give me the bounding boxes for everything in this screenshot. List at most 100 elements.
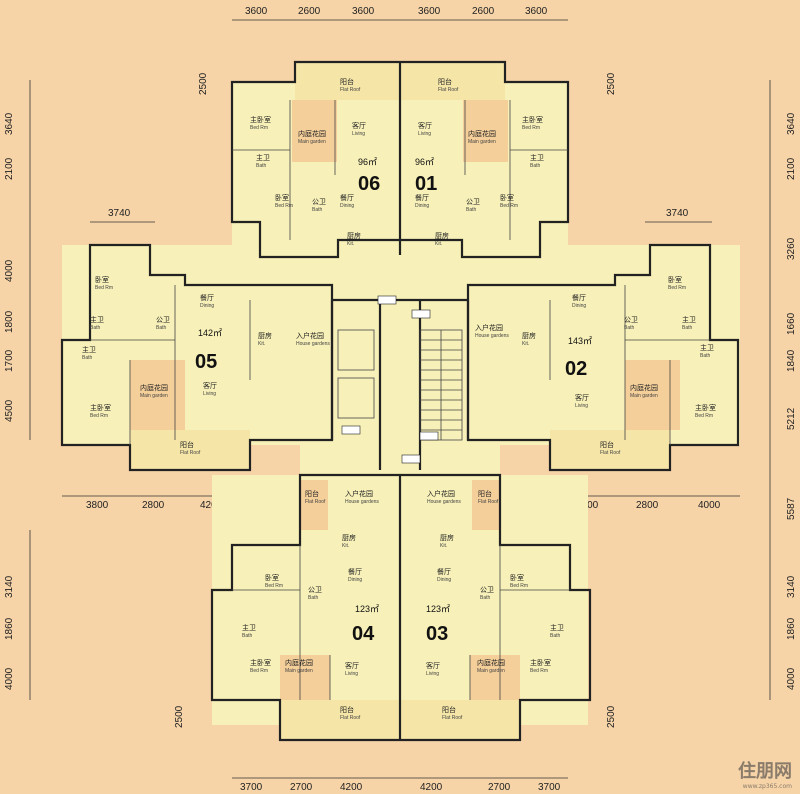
room-label-bath-main: 主卫 (550, 623, 564, 632)
room-label-bath-main: 主卫 (82, 345, 96, 354)
dim-bottom-2: 2700 (290, 782, 313, 793)
dim-small-4: 2500 (606, 705, 617, 728)
room-label-garden: 内庭花园 (477, 658, 505, 667)
room-label-bath-pub: 公卫 (156, 316, 170, 324)
room-label-bath-pub: 公卫 (480, 586, 494, 594)
room-label-en-bath-pub: Bath (156, 325, 167, 331)
dim-right-8: 3140 (786, 575, 797, 598)
room-label-master: 主卧室 (522, 115, 543, 124)
unit-03-area: 123㎡ (426, 604, 450, 614)
dim-left-9: 4000 (4, 667, 15, 690)
room-label-kitchen: 厨房 (522, 331, 536, 340)
room-label-en-bed: Bed Rm (500, 203, 518, 209)
unit-05-area: 142㎡ (198, 328, 222, 338)
dim-left-8: 1860 (4, 617, 15, 640)
room-label-entry-garden: 入户花园 (296, 331, 324, 340)
unit-04-area: 123㎡ (355, 604, 379, 614)
dim-mid-left-3: 4200 (200, 500, 223, 511)
room-label-garden: 内庭花园 (298, 129, 326, 138)
room-label-en-bed: Bed Rm (265, 583, 283, 589)
room-label-living: 客厅 (345, 661, 359, 670)
room-label-en-kitchen: Kit. (342, 543, 349, 549)
room-label-master: 主卧室 (250, 115, 271, 124)
dim-right-9: 1860 (786, 617, 797, 640)
dim-bottom-5: 2700 (488, 782, 511, 793)
room-label-dining: 餐厅 (340, 193, 354, 202)
room-label-en-bath-main: Bath (700, 353, 711, 359)
dim-bottom-3: 4200 (340, 782, 363, 793)
dim-small-2: 2500 (606, 72, 617, 95)
unit-04-number: 04 (352, 623, 375, 645)
room-label-en-bath-main: Bath (82, 355, 93, 361)
room-label-garden: 内庭花园 (285, 658, 313, 667)
room-label-en-entry-garden: House gardens (345, 499, 379, 505)
room-label-bath-main: 主卫 (682, 315, 696, 324)
room-label-en-balcony: Flat Roof (478, 499, 499, 505)
room-label-en-kitchen: Kit. (522, 341, 529, 347)
room-label-living: 客厅 (352, 121, 366, 130)
dim-right-7: 5587 (786, 497, 797, 520)
room-label-en-dining: Dining (200, 303, 214, 309)
room-label-garden: 内庭花园 (630, 383, 658, 392)
room-label-bed: 卧室 (668, 275, 682, 284)
dim-left-1: 3640 (4, 112, 15, 135)
room-label-dining: 餐厅 (200, 293, 214, 302)
dim-top-6: 3600 (525, 6, 548, 17)
room-label-en-kitchen: Kit. (435, 241, 442, 247)
room-label-en-dining: Dining (437, 577, 451, 583)
room-label-en-garden: Main garden (468, 139, 496, 145)
room-label-bed: 卧室 (500, 193, 514, 202)
dim-mid-right-3: 4000 (698, 500, 721, 511)
dim-small-1: 2500 (198, 72, 209, 95)
room-label-en-bath-pub: Bath (624, 325, 635, 331)
unit-02-area: 143㎡ (568, 336, 592, 346)
room-label-balcony: 阳台 (600, 440, 614, 449)
room-label-entry-garden: 入户花园 (427, 489, 455, 498)
unit-01-number: 01 (415, 173, 437, 195)
watermark: 住朋网 www.zp365.com (738, 757, 792, 790)
room-label-en-entry-garden: House gardens (427, 499, 461, 505)
room-label-balcony: 阳台 (180, 440, 194, 449)
room-label-en-garden: Main garden (140, 393, 168, 399)
dim-right-5: 1840 (786, 349, 797, 372)
room-label-balcony: 阳台 (478, 489, 492, 498)
dim-wing-right: 3740 (666, 208, 689, 219)
room-label-en-dining: Dining (340, 203, 354, 209)
room-label-en-living: Living (203, 391, 216, 397)
room-label-en-balcony: Flat Roof (438, 87, 459, 93)
room-label-en-kitchen: Kit. (347, 241, 354, 247)
dim-top-5: 2600 (472, 6, 495, 17)
dim-right-10: 4000 (786, 667, 797, 690)
room-label-balcony: 阳台 (305, 489, 319, 498)
room-label-en-bath-main: Bath (242, 633, 253, 639)
watermark-brand: 住朋网 (738, 761, 792, 782)
room-label-kitchen: 厨房 (342, 533, 356, 542)
room-label-en-living: Living (345, 671, 358, 677)
room-label-en-kitchen: Kit. (440, 543, 447, 549)
room-label-en-dining: Dining (572, 303, 586, 309)
unit-05-number: 05 (195, 351, 217, 373)
dim-bottom-1: 3700 (240, 782, 263, 793)
dim-bottom-6: 3700 (538, 782, 561, 793)
dim-bottom-4: 4200 (420, 782, 443, 793)
dim-top-1: 3600 (245, 6, 268, 17)
dim-right-4: 1660 (786, 312, 797, 335)
room-label-en-garden: Main garden (477, 668, 505, 674)
room-label-en-bath-main: Bath (682, 325, 693, 331)
room-label-en-balcony: Flat Roof (442, 715, 463, 721)
dim-top-3: 3600 (352, 6, 375, 17)
room-label-balcony: 阳台 (442, 705, 456, 714)
dim-mid-left-2: 2800 (142, 500, 165, 511)
dim-right-1: 3640 (786, 112, 797, 135)
room-label-en-bath-pub: Bath (480, 595, 491, 601)
room-label-bath-pub: 公卫 (312, 198, 326, 206)
room-label-dining: 餐厅 (437, 567, 451, 576)
room-label-en-master: Bed Rm (695, 413, 713, 419)
unit-02-number: 02 (565, 358, 587, 380)
room-label-en-master: Bed Rm (530, 668, 548, 674)
room-label-en-master: Bed Rm (522, 125, 540, 131)
dim-right-3: 3260 (786, 237, 797, 260)
room-label-en-balcony: Flat Roof (180, 450, 201, 456)
room-label-en-entry-garden: House gardens (296, 341, 330, 347)
